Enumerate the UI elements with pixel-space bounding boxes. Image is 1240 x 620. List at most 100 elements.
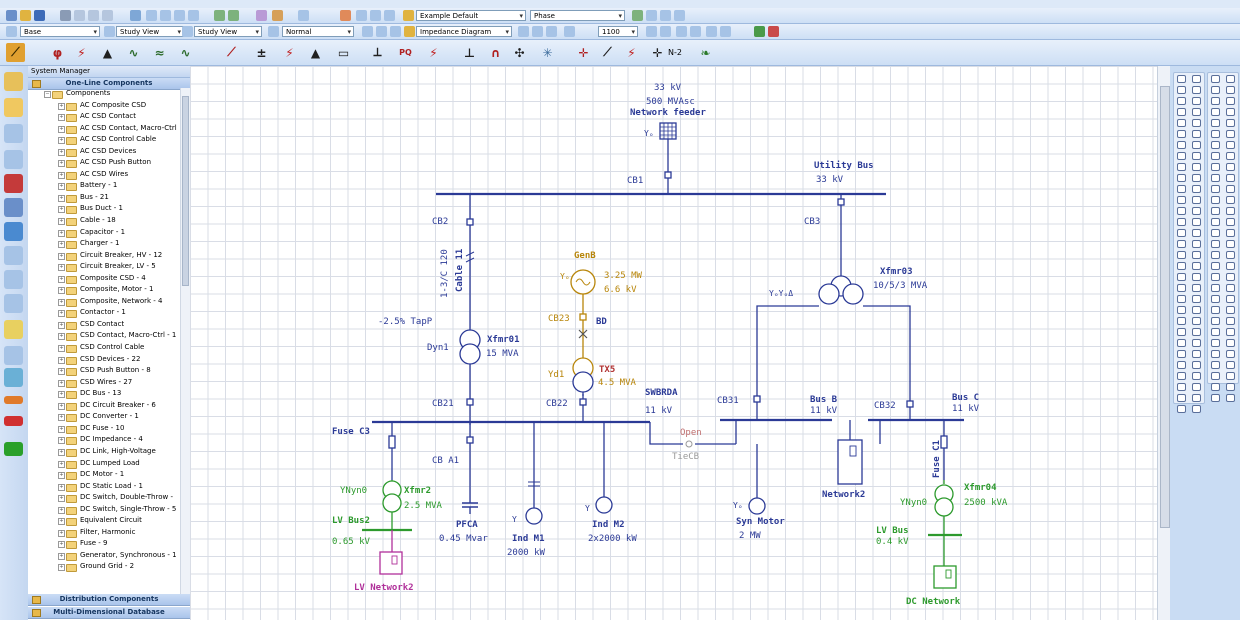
instrument-icon[interactable] (1226, 261, 1235, 270)
edit-mode-tab-icon[interactable] (4, 72, 23, 91)
tree-item[interactable]: +DC Converter - 1 (28, 411, 180, 423)
instrument-icon[interactable] (1226, 349, 1235, 358)
redo-icon[interactable] (228, 10, 239, 21)
element-icon[interactable] (1177, 305, 1186, 314)
state-estimation-icon[interactable]: ⚡ (627, 45, 636, 60)
expand-icon[interactable]: + (58, 345, 65, 353)
expand-icon[interactable]: + (58, 333, 65, 341)
tree-item[interactable]: +CSD Contact (28, 319, 180, 331)
element-icon[interactable] (1177, 118, 1186, 127)
copy-icon[interactable] (88, 10, 99, 21)
instrument-icon[interactable] (1211, 173, 1220, 182)
element-icon[interactable] (1192, 239, 1201, 248)
tree-item[interactable]: +CSD Push Button - 8 (28, 365, 180, 377)
tree-item[interactable]: +DC Lumped Load (28, 458, 180, 470)
element-icon[interactable] (1177, 129, 1186, 138)
toolbar2-icon-l[interactable] (706, 26, 717, 37)
tree-item[interactable]: +AC CSD Devices (28, 146, 180, 158)
element-icon[interactable] (1192, 118, 1201, 127)
instrument-icon[interactable] (1211, 195, 1220, 204)
ground-grid-icon[interactable]: ✣ (514, 45, 525, 60)
palette-element-row[interactable] (1177, 272, 1201, 283)
element-icon[interactable] (1177, 85, 1186, 94)
tree-item[interactable]: +Bus - 21 (28, 192, 180, 204)
lv-network2-box[interactable] (379, 551, 403, 575)
instrument-icon[interactable] (1211, 327, 1220, 336)
palette-element-row[interactable] (1177, 184, 1201, 195)
element-icon[interactable] (1192, 184, 1201, 193)
switching-icon[interactable]: ⟋ (603, 45, 612, 59)
expand-icon[interactable]: + (58, 275, 65, 283)
expand-icon[interactable]: + (58, 402, 65, 410)
tree-item[interactable]: +Composite, Network - 4 (28, 296, 180, 308)
element-icon[interactable] (1192, 360, 1201, 369)
expand-icon[interactable]: + (58, 425, 65, 433)
element-icon[interactable] (1192, 173, 1201, 182)
underground-mode-icon[interactable] (4, 294, 23, 313)
palette-instrument-row[interactable] (1211, 283, 1235, 294)
expand-icon[interactable]: + (58, 437, 65, 445)
new-icon[interactable] (6, 10, 17, 21)
element-icon[interactable] (1192, 294, 1201, 303)
instrument-icon[interactable] (1211, 118, 1220, 127)
palette-element-row[interactable] (1177, 294, 1201, 305)
element-icon[interactable] (1192, 151, 1201, 160)
palette-element-row[interactable] (1177, 261, 1201, 272)
run-icon[interactable] (754, 26, 765, 37)
instrument-icon[interactable] (1211, 250, 1220, 259)
tree-item[interactable]: +Capacitor - 1 (28, 227, 180, 239)
palette-instrument-row[interactable] (1211, 206, 1235, 217)
tree-item[interactable]: +DC Impedance - 4 (28, 434, 180, 446)
toolbar-icon-a[interactable] (356, 10, 367, 21)
element-icon[interactable] (1177, 206, 1186, 215)
element-icon[interactable] (1177, 151, 1186, 160)
element-icon[interactable] (1192, 140, 1201, 149)
toolbar-icon-c[interactable] (384, 10, 395, 21)
load-flow-icon[interactable]: φ (52, 45, 63, 60)
tree-scrollbar[interactable] (180, 88, 190, 596)
element-icon[interactable] (1192, 74, 1201, 83)
instrument-icon[interactable] (1226, 217, 1235, 226)
tree-item[interactable]: +Fuse - 9 (28, 538, 180, 550)
tree-item[interactable]: +Composite CSD - 4 (28, 273, 180, 285)
short-circuit-icon[interactable]: ⚡ (77, 45, 86, 60)
palette-element-row[interactable] (1177, 228, 1201, 239)
palette-instrument-row[interactable] (1211, 338, 1235, 349)
cb1-breaker[interactable] (664, 171, 672, 179)
palette-instrument-row[interactable] (1211, 162, 1235, 173)
element-icon[interactable] (1192, 338, 1201, 347)
element-icon[interactable] (1192, 261, 1201, 270)
xfmr01-lower-winding[interactable] (459, 343, 481, 365)
instrument-icon[interactable] (1226, 316, 1235, 325)
expand-icon[interactable]: + (58, 518, 65, 526)
tx5-lower-winding[interactable] (572, 371, 594, 393)
cable-pulling-icon[interactable]: ∩ (490, 45, 501, 60)
palette-instrument-row[interactable] (1211, 327, 1235, 338)
edit-icon[interactable] (646, 10, 657, 21)
tree-item[interactable]: +Composite, Motor - 1 (28, 284, 180, 296)
n2-label[interactable]: N-2 (668, 48, 682, 57)
globe-mode-icon[interactable] (4, 222, 23, 241)
palette-element-row[interactable] (1177, 371, 1201, 382)
instrument-icon[interactable] (1211, 239, 1220, 248)
cb-a1-breaker[interactable] (466, 436, 474, 444)
element-icon[interactable] (1192, 371, 1201, 380)
expand-icon[interactable]: + (58, 264, 65, 272)
cb22-breaker[interactable] (579, 398, 587, 406)
element-icon[interactable] (1177, 250, 1186, 259)
palette-element-row[interactable] (1177, 140, 1201, 151)
orange-dots-icon[interactable] (4, 396, 23, 404)
expand-icon[interactable]: + (58, 241, 65, 249)
element-icon[interactable] (1192, 382, 1201, 391)
element-icon[interactable] (1192, 217, 1201, 226)
cb31-breaker[interactable] (753, 395, 761, 403)
palette-instrument-row[interactable] (1211, 129, 1235, 140)
element-icon[interactable] (1177, 327, 1186, 336)
instrument-icon[interactable] (1211, 85, 1220, 94)
instrument-icon[interactable] (1211, 283, 1220, 292)
expand-icon[interactable]: + (58, 102, 65, 110)
element-icon[interactable] (1177, 173, 1186, 182)
expand-icon[interactable]: + (58, 368, 65, 376)
panel-icon[interactable]: PQ (399, 48, 412, 57)
study-view-combo[interactable]: Study View (116, 26, 184, 37)
